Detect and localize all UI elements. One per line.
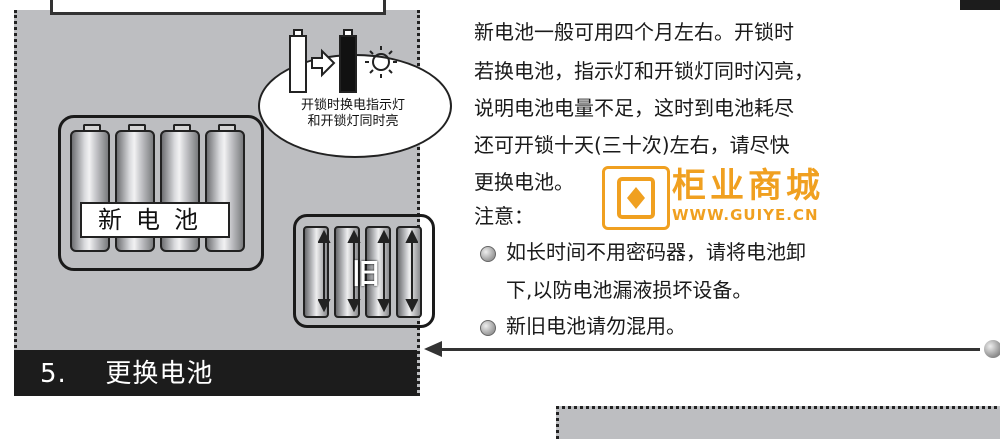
note-item-line: 如长时间不用密码器，请将电池卸 xyxy=(506,240,806,264)
battery-cap xyxy=(128,124,146,133)
battery-cap xyxy=(83,124,101,133)
note-label: 注意： xyxy=(474,204,534,228)
new-battery-label: 新电池 xyxy=(80,202,230,238)
battery-cap xyxy=(218,124,236,133)
section-number: 5. xyxy=(40,359,67,389)
bubble-text-line: 开锁时换电指示灯 xyxy=(300,98,405,113)
body-line: 更换电池。 xyxy=(474,170,574,194)
watermark-url: WWW.GUIYE.CN xyxy=(672,206,819,224)
battery-swap-indicator-icon xyxy=(289,29,397,93)
section-title-text: 更换电池 xyxy=(105,359,214,389)
body-line: 若换电池，指示灯和开锁灯同时闪亮， xyxy=(474,59,814,83)
bullet-icon xyxy=(480,320,496,336)
body-line: 还可开锁十天(三十次)左右，请尽快 xyxy=(474,133,790,157)
bubble-text: 开锁时换电指示灯 和开锁灯同时亮 xyxy=(272,98,434,130)
swap-arrows-icon xyxy=(318,229,418,313)
body-line: 新电池一般可用四个月左右。开锁时 xyxy=(474,20,794,44)
top-right-bar xyxy=(960,0,1000,10)
bullet-icon xyxy=(480,246,496,262)
old-battery-group xyxy=(293,214,435,328)
pointer-arrow-line xyxy=(440,348,980,351)
top-frame-box xyxy=(50,0,386,15)
next-section-box xyxy=(556,406,1000,439)
battery-cap xyxy=(173,124,191,133)
section-header-bar xyxy=(14,350,417,396)
note-item-line: 下,以防电池漏液损坏设备。 xyxy=(506,278,753,302)
section-title: 5. 更换电池 xyxy=(40,358,213,390)
body-line: 说明电池电量不足，这时到电池耗尽 xyxy=(474,96,794,120)
old-battery-label: 旧 xyxy=(352,257,381,290)
bubble-text-line: 和开锁灯同时亮 xyxy=(307,114,399,129)
watermark-logo xyxy=(602,166,670,230)
watermark-title: 柜业商城 xyxy=(672,166,824,206)
arrow-left-icon xyxy=(424,341,442,357)
watermark-logo-icon xyxy=(617,177,655,219)
new-battery-group xyxy=(58,115,264,271)
arrow-dot xyxy=(984,340,1000,358)
note-item-line: 新旧电池请勿混用。 xyxy=(506,314,686,338)
